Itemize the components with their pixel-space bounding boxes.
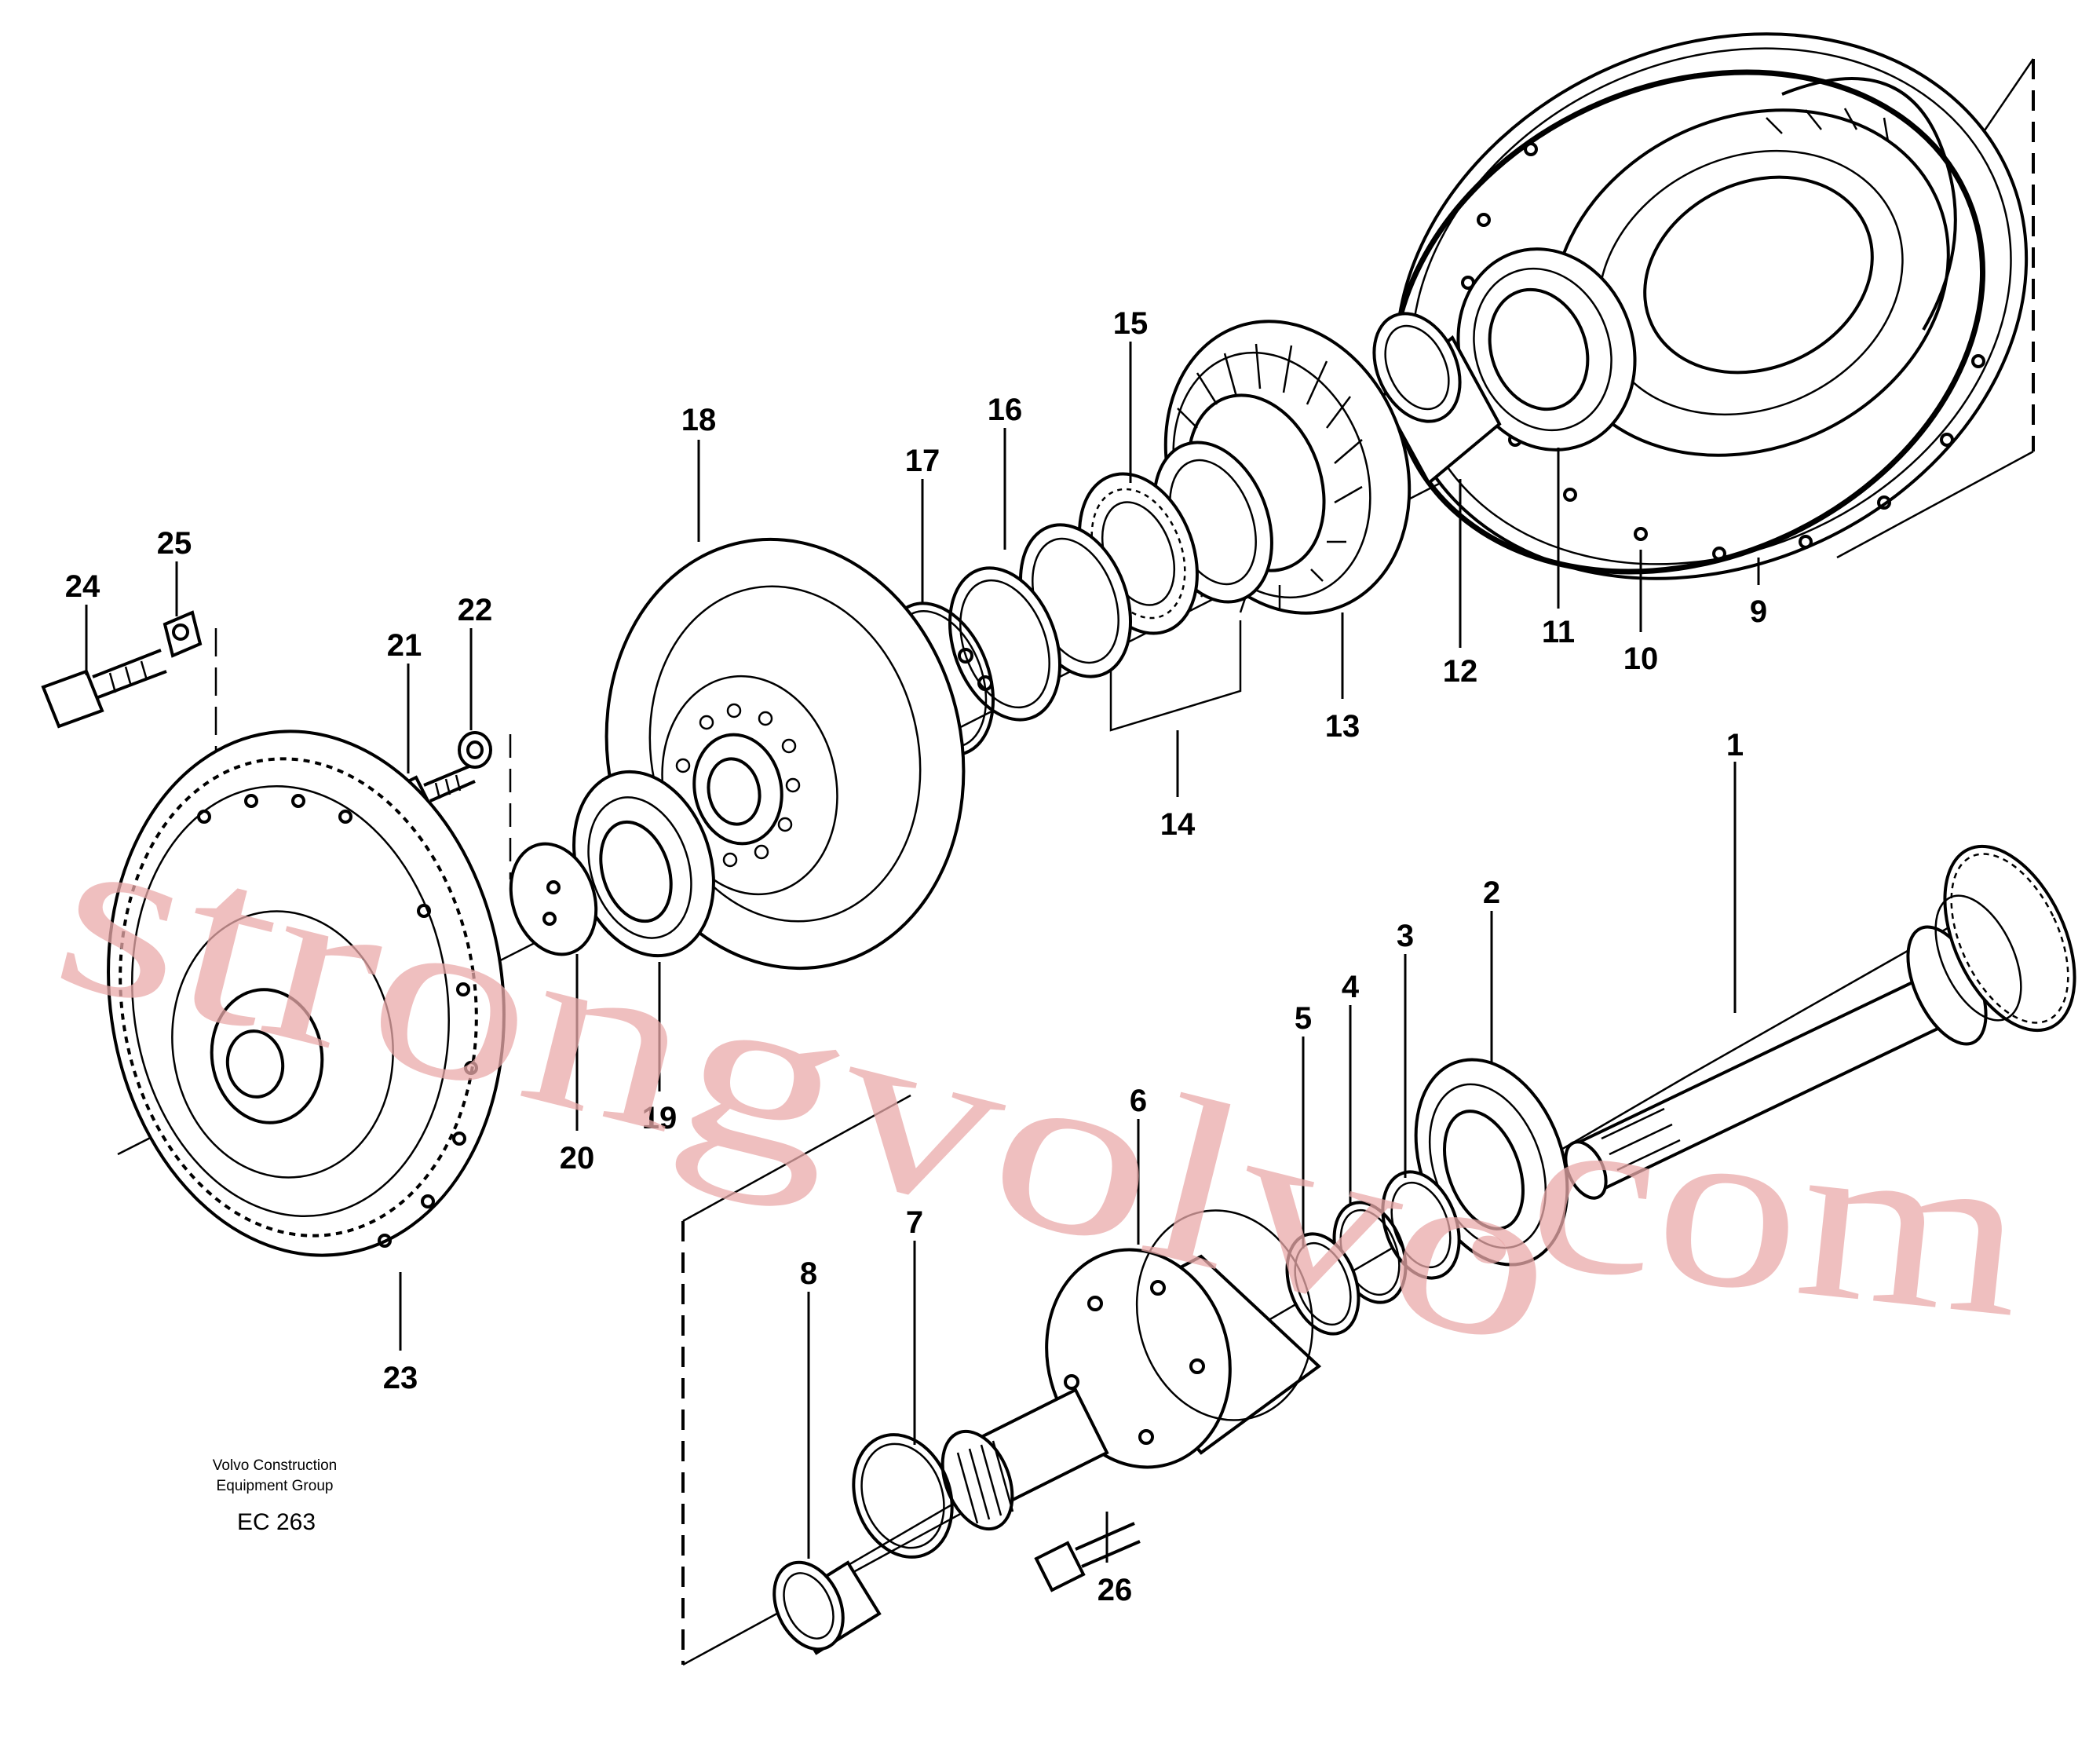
part-20-plate bbox=[509, 842, 598, 956]
caption-code: EC 263 bbox=[237, 1509, 316, 1535]
callout-14: 14 bbox=[1160, 807, 1196, 842]
callout-6: 6 bbox=[1130, 1084, 1147, 1118]
callout-21: 21 bbox=[387, 628, 422, 663]
callout-18: 18 bbox=[681, 403, 717, 437]
callout-10: 10 bbox=[1623, 642, 1659, 676]
callout-23: 23 bbox=[383, 1361, 418, 1395]
callout-labels: 1 2 3 4 5 6 7 8 9 10 11 12 13 14 15 16 1… bbox=[65, 306, 1767, 1607]
callout-17: 17 bbox=[905, 444, 940, 478]
callout-8: 8 bbox=[800, 1256, 817, 1291]
part-24-bolt bbox=[41, 649, 167, 729]
part-16-ring bbox=[948, 523, 1133, 722]
part-26-bolt bbox=[1034, 1522, 1141, 1592]
leader-lines bbox=[85, 342, 1760, 1563]
callout-12: 12 bbox=[1443, 654, 1478, 689]
part-25-lock-washer bbox=[163, 610, 203, 658]
callout-19: 19 bbox=[642, 1101, 677, 1135]
part-3-ring bbox=[1381, 1170, 1461, 1280]
part-6-output-housing bbox=[940, 1209, 1322, 1531]
caption-block: Volvo Construction Equipment Group EC 26… bbox=[213, 1457, 337, 1535]
callout-11: 11 bbox=[1542, 615, 1575, 649]
callout-3: 3 bbox=[1397, 919, 1414, 953]
callout-9: 9 bbox=[1750, 594, 1767, 629]
callout-20: 20 bbox=[560, 1141, 595, 1175]
callout-15: 15 bbox=[1113, 306, 1149, 341]
part-19-bearing bbox=[572, 770, 715, 958]
callout-4: 4 bbox=[1342, 970, 1360, 1004]
part-12-sleeve bbox=[1372, 312, 1502, 486]
callout-1: 1 bbox=[1726, 728, 1744, 762]
callout-16: 16 bbox=[988, 393, 1023, 427]
callout-25: 25 bbox=[157, 526, 192, 561]
callout-22: 22 bbox=[458, 593, 493, 627]
callout-7: 7 bbox=[906, 1205, 923, 1240]
callout-24: 24 bbox=[65, 569, 100, 604]
part-5-ring bbox=[1285, 1232, 1360, 1336]
part-22-washer bbox=[458, 731, 492, 769]
callout-26: 26 bbox=[1097, 1573, 1133, 1607]
callout-5: 5 bbox=[1295, 1001, 1312, 1036]
part-8-sleeve bbox=[772, 1560, 882, 1655]
callout-2: 2 bbox=[1483, 876, 1500, 910]
caption-line-2: Equipment Group bbox=[217, 1478, 334, 1494]
watermark-text-domain: .com bbox=[1447, 1048, 2036, 1366]
caption-line-1: Volvo Construction bbox=[213, 1457, 337, 1474]
part-23-flywheel bbox=[107, 729, 506, 1257]
callout-13: 13 bbox=[1325, 709, 1360, 744]
part-7-seal bbox=[852, 1433, 954, 1559]
part-1-shaft bbox=[1564, 844, 2076, 1200]
